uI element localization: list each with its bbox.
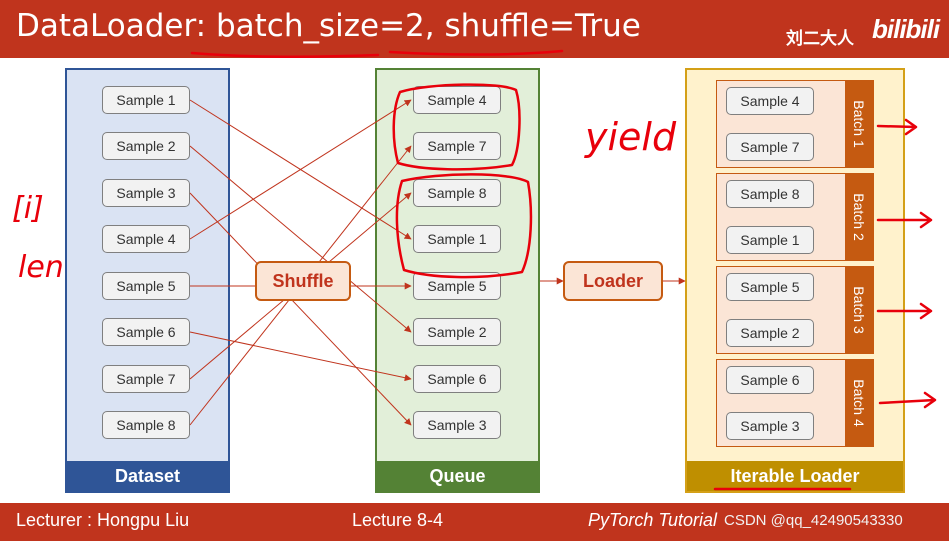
batch-tab: Batch 4 [845, 360, 873, 446]
title-bar [0, 0, 949, 58]
dataset-sample: Sample 1 [102, 86, 190, 114]
mapping-line [189, 331, 412, 382]
batch-tab: Batch 3 [845, 267, 873, 353]
dataset-sample: Sample 6 [102, 318, 190, 346]
queue-sample: Sample 1 [413, 225, 501, 253]
batch-sample: Sample 2 [726, 319, 814, 347]
queue-sample: Sample 2 [413, 318, 501, 346]
footer-bar [0, 503, 949, 541]
lecturer-text: Lecturer : Hongpu Liu [16, 510, 190, 530]
batch-sample: Sample 3 [726, 412, 814, 440]
batch-tab: Batch 1 [845, 81, 873, 167]
batch-4-out-arrow [878, 391, 937, 409]
batch-sample: Sample 5 [726, 273, 814, 301]
queue-sample: Sample 7 [413, 132, 501, 160]
underline-batch-size [190, 51, 380, 58]
batch-sample: Sample 6 [726, 366, 814, 394]
loader-box: Loader [563, 261, 663, 301]
batch-3-out-arrow [876, 302, 933, 320]
brand-name: 刘二大人 [786, 29, 854, 48]
mapping-line [189, 192, 412, 426]
watermark-text: CSDN @qq_42490543330 [724, 512, 903, 529]
bilibili-logo-icon: bilibili [872, 14, 940, 44]
queue-sample: Sample 6 [413, 365, 501, 393]
underline-shuffle [388, 49, 564, 56]
len-note: len [18, 250, 64, 285]
mapping-line [189, 99, 412, 240]
dataset-sample: Sample 2 [102, 132, 190, 160]
yield-note: yield [584, 115, 677, 159]
mapping-line [189, 145, 412, 333]
queue-sample: Sample 8 [413, 179, 501, 207]
lecture-number: Lecture 8-4 [352, 510, 444, 530]
dataset-sample: Sample 5 [102, 272, 190, 300]
circle-batch-1 [392, 83, 521, 171]
batch-sample: Sample 7 [726, 133, 814, 161]
dataset-sample: Sample 3 [102, 179, 190, 207]
batch-sample: Sample 4 [726, 87, 814, 115]
circle-batch-2 [395, 173, 533, 279]
dataset-sample: Sample 7 [102, 365, 190, 393]
batch-sample: Sample 8 [726, 180, 814, 208]
slide-title: DataLoader: batch_size=2, shuffle=True [16, 8, 641, 44]
dataset-label: Dataset [67, 461, 228, 491]
batch-1-out-arrow [876, 118, 918, 136]
dataset-sample: Sample 4 [102, 225, 190, 253]
index-note: [i] [12, 191, 44, 226]
course-title: PyTorch Tutorial [588, 510, 718, 530]
dataset-sample: Sample 8 [102, 411, 190, 439]
queue-sample: Sample 4 [413, 86, 501, 114]
batch-2-out-arrow [876, 211, 933, 229]
shuffle-box: Shuffle [255, 261, 351, 301]
iterable-loader-label: Iterable Loader [687, 461, 903, 491]
batch-tab: Batch 2 [845, 174, 873, 260]
queue-label: Queue [377, 461, 538, 491]
batch-sample: Sample 1 [726, 226, 814, 254]
queue-sample: Sample 3 [413, 411, 501, 439]
